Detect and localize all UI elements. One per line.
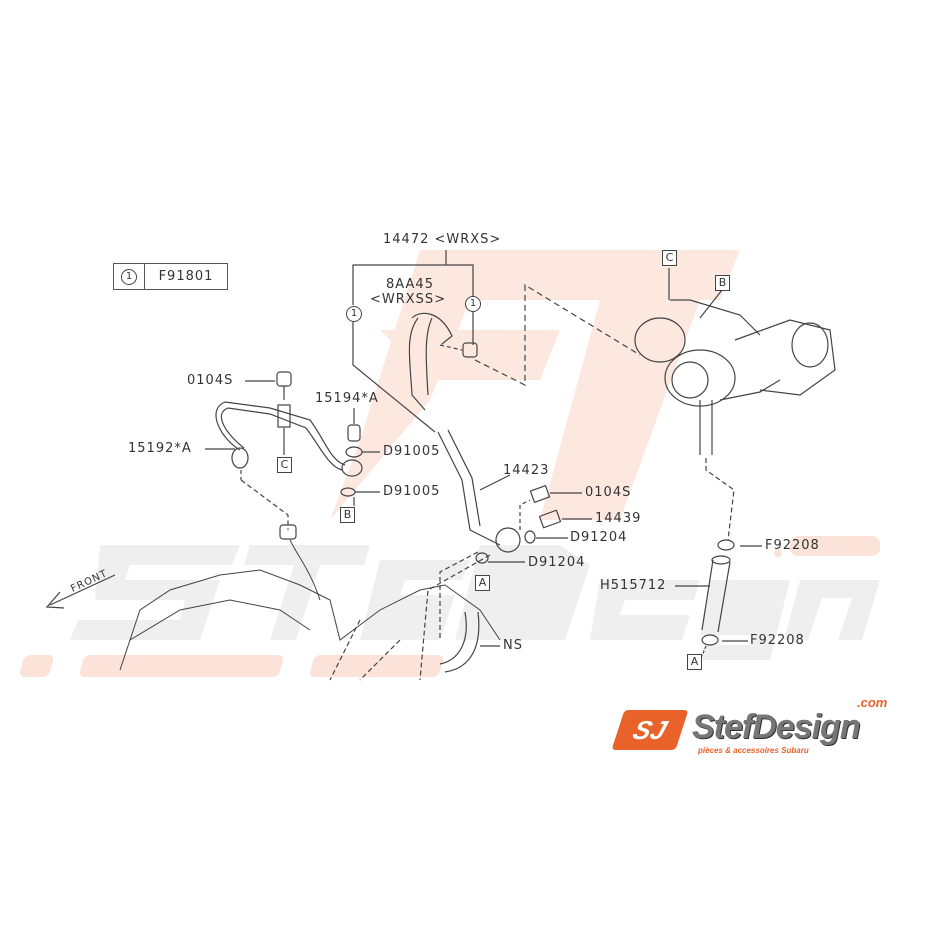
label-h515712[interactable]: H515712 [600, 578, 667, 593]
logo-tagline: pièces & accessoires Subaru [698, 746, 809, 755]
label-8aa45[interactable]: 8AA45 [386, 277, 434, 292]
label-wrxss: <WRXSS> [370, 292, 447, 307]
watermark-sj-shape [330, 250, 740, 520]
ref-b-left: B [340, 507, 355, 523]
turbocharger-drawing [634, 299, 836, 455]
legend-box: 1 F91801 [113, 263, 228, 290]
legend-symbol: 1 [121, 268, 137, 285]
front-arrow-icon [45, 574, 116, 609]
ref-circle-1-right: 1 [465, 296, 481, 312]
ref-a-right: A [687, 654, 702, 670]
ref-a-center: A [475, 575, 490, 591]
watermark-brand-shapes [70, 545, 880, 660]
label-0104s-right[interactable]: 0104S [585, 485, 632, 500]
label-15194a[interactable]: 15194*A [315, 391, 379, 406]
label-d91204-b[interactable]: D91204 [528, 555, 586, 570]
label-d91005-lower[interactable]: D91005 [383, 484, 441, 499]
ref-c-left: C [277, 457, 292, 473]
label-14423[interactable]: 14423 [503, 463, 550, 478]
label-0104s-left[interactable]: 0104S [187, 373, 234, 388]
label-d91005-upper[interactable]: D91005 [383, 444, 441, 459]
label-15192a[interactable]: 15192*A [128, 441, 192, 456]
ref-c-turbo: C [662, 250, 677, 266]
label-f92208-lower[interactable]: F92208 [750, 633, 805, 648]
stefdesign-logo[interactable]: SJ StefDesign .com pièces & accessoires … [611, 695, 922, 758]
label-ns: NS [503, 638, 523, 653]
ref-b-turbo: B [715, 275, 730, 291]
legend-part: F91801 [158, 269, 214, 284]
logo-name: StefDesign [692, 708, 861, 746]
logo-badge: SJ [611, 710, 689, 750]
label-14472[interactable]: 14472 <WRXS> [383, 232, 502, 247]
logo-com: .com [857, 695, 888, 710]
watermark-com-shapes [774, 536, 880, 557]
label-d91204-a[interactable]: D91204 [570, 530, 628, 545]
label-14439[interactable]: 14439 [595, 511, 642, 526]
watermark-tagline-shapes [19, 655, 444, 677]
ref-circle-1-left: 1 [346, 306, 362, 322]
label-f92208-upper[interactable]: F92208 [765, 538, 820, 553]
